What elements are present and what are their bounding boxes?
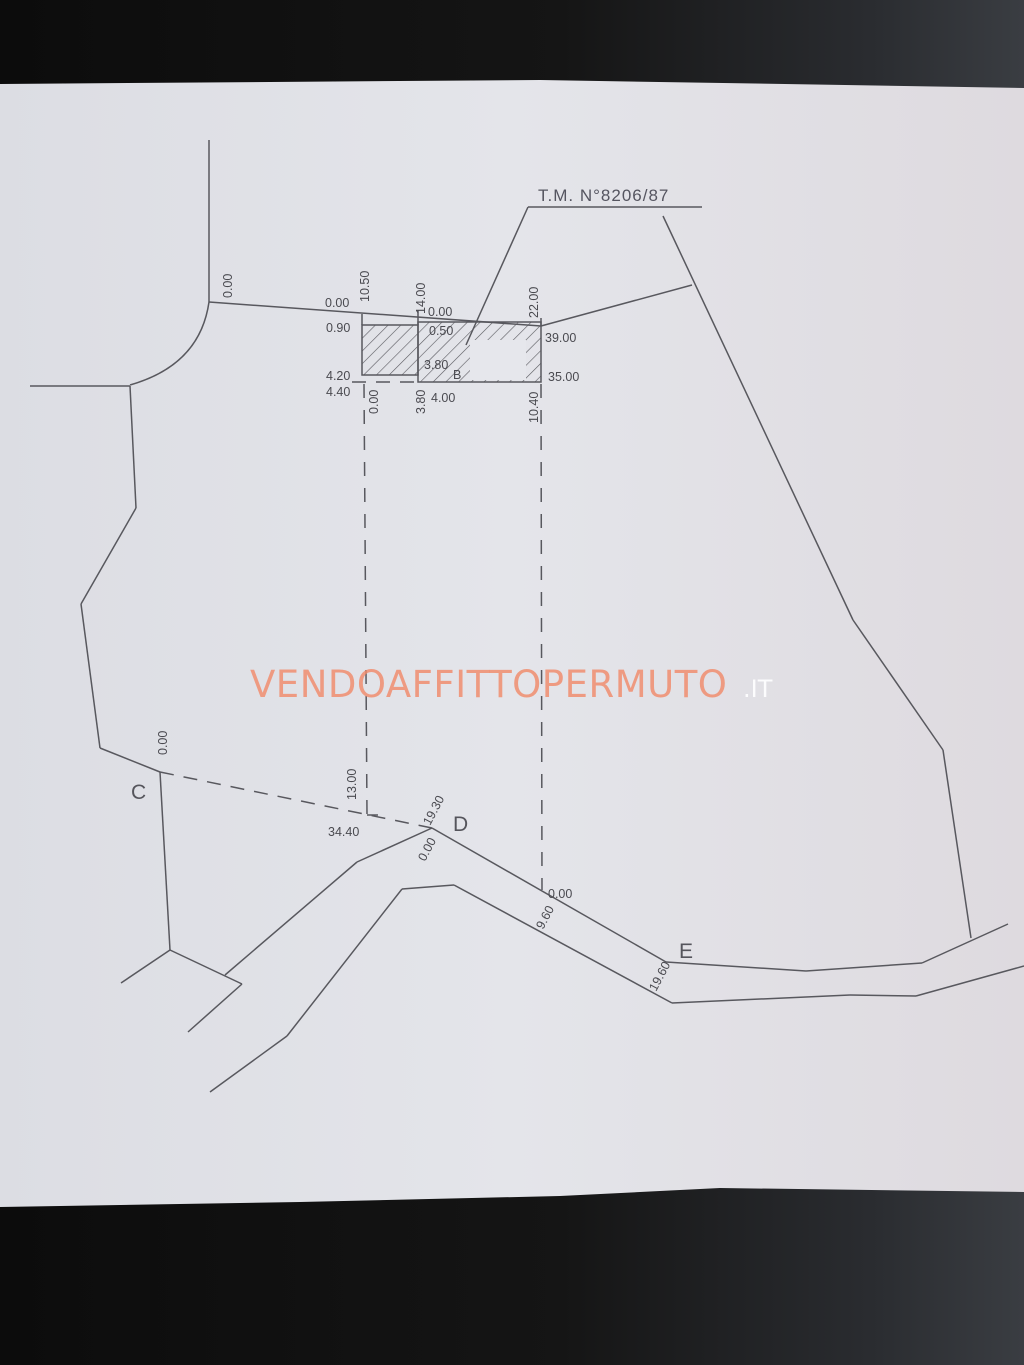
point-e: E <box>679 940 693 963</box>
label-3-80-inner: 3.80 <box>424 358 448 372</box>
parcel-boundary-lines <box>30 140 1024 1093</box>
label-10-50: 10.50 <box>358 271 372 302</box>
label-4-20: 4.20 <box>326 369 350 383</box>
label-13-00: 13.00 <box>345 769 359 800</box>
point-b: B <box>453 368 461 382</box>
label-top-origin: 0.00 <box>325 296 349 310</box>
point-labels: C D E <box>131 781 693 963</box>
label-4-00: 4.00 <box>431 391 455 405</box>
alignment-lines <box>159 310 543 891</box>
label-c-zero: 0.00 <box>156 731 170 755</box>
paper-sheet <box>0 80 1024 1207</box>
hatched-buildings <box>352 321 542 383</box>
label-3-80-bottom: 3.80 <box>414 390 428 414</box>
point-c: C <box>131 781 146 804</box>
label-top-left-zero: 0.00 <box>221 274 235 298</box>
label-34-40: 34.40 <box>328 825 359 839</box>
label-35-00: 35.00 <box>548 370 579 384</box>
watermark: VENDOAFFITTOPERMUTO .IT <box>250 663 773 706</box>
label-0-90: 0.90 <box>326 321 350 335</box>
label-col-b-zero: 0.00 <box>428 305 452 319</box>
watermark-text: VENDOAFFITTOPERMUTO <box>250 663 727 706</box>
label-bottom-zero: 0.00 <box>367 390 381 414</box>
redacted-patch <box>470 340 526 380</box>
sheet-title: T.M. N°8206/87 <box>538 186 669 205</box>
point-d: D <box>453 813 468 836</box>
label-4-40: 4.40 <box>326 385 350 399</box>
label-0-50: 0.50 <box>429 324 453 338</box>
label-road-zero: 0.00 <box>548 887 572 901</box>
label-39-00: 39.00 <box>545 331 576 345</box>
label-22-00: 22.00 <box>527 287 541 318</box>
watermark-suffix: .IT <box>743 675 773 703</box>
label-14-00: 14.00 <box>414 283 428 314</box>
label-10-40: 10.40 <box>527 392 541 423</box>
building-left <box>361 324 419 376</box>
